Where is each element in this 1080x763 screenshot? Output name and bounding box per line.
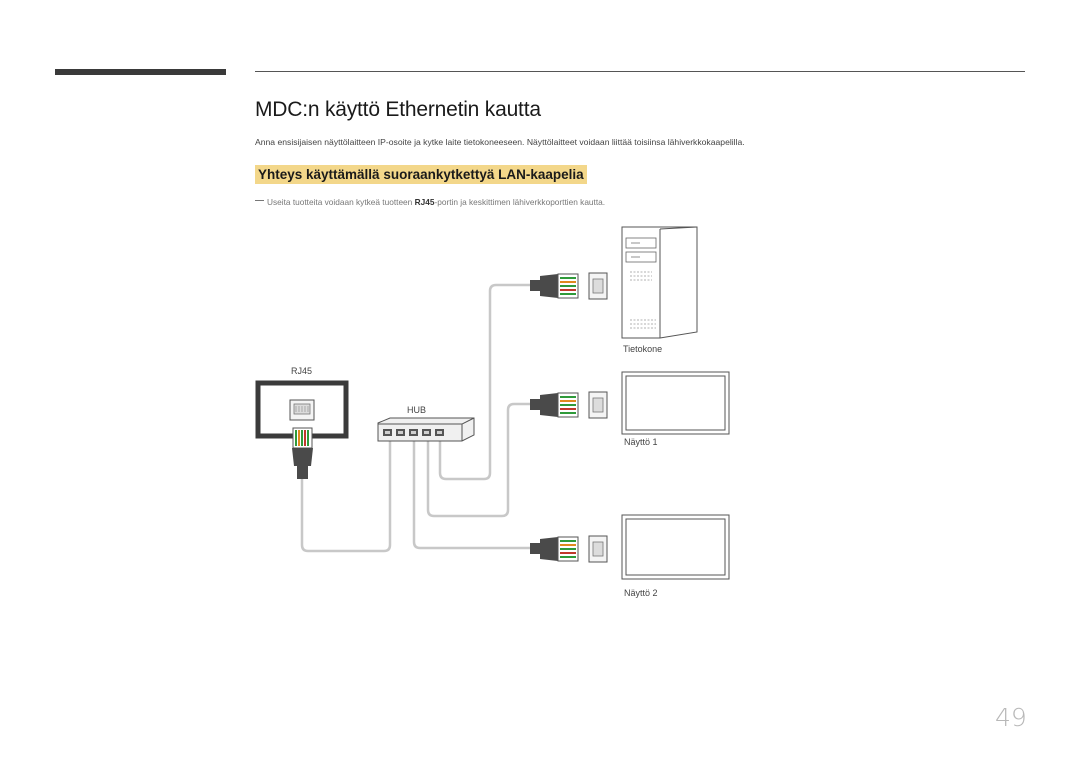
- computer-plug-icon: [530, 273, 579, 299]
- cables: [300, 283, 530, 553]
- note-text-after: -portin ja keskittimen lähiverkkoporttie…: [434, 197, 606, 207]
- cable-hub-to-computer: [438, 283, 530, 481]
- rj45-label: RJ45: [291, 366, 313, 376]
- note: Useita tuotteita voidaan kytkeä tuotteen…: [255, 197, 605, 207]
- page-title: MDC:n käyttö Ethernetin kautta: [255, 98, 541, 121]
- computer-port-icon: [588, 272, 608, 300]
- cable-product-to-hub: [300, 441, 392, 553]
- cable-hub-to-display2: [412, 441, 530, 550]
- display2-monitor-icon: [621, 514, 730, 580]
- intro-text: Anna ensisijaisen näyttölaitteen IP-osoi…: [255, 137, 745, 147]
- hub-device: [377, 417, 475, 442]
- display1-label: Näyttö 1: [624, 437, 658, 447]
- display1-monitor-icon: [621, 371, 730, 435]
- display2-label: Näyttö 2: [624, 588, 658, 598]
- display1-plug-icon: [530, 392, 579, 418]
- section-bar: [55, 69, 226, 75]
- display2-port-icon: [588, 535, 608, 563]
- rj45-port-icon: [289, 399, 315, 421]
- note-bold-rj45: RJ45: [414, 197, 435, 207]
- cable-hub-to-display1: [426, 402, 530, 518]
- computer-tower-icon: [621, 226, 698, 339]
- page-number: 49: [995, 703, 1027, 732]
- hub-label: HUB: [407, 405, 427, 415]
- header-rule: [255, 71, 1025, 72]
- display2-plug-icon: [530, 536, 579, 562]
- note-dash: [255, 200, 264, 201]
- display1-port-icon: [588, 391, 608, 419]
- computer-label: Tietokone: [623, 344, 663, 354]
- note-text-before: Useita tuotteita voidaan kytkeä tuotteen: [267, 197, 415, 207]
- rj45-plug-icon: [292, 427, 313, 479]
- subheading-highlight: Yhteys käyttämällä suoraankytkettyä LAN-…: [255, 165, 587, 184]
- product-rj45-panel: [255, 380, 349, 439]
